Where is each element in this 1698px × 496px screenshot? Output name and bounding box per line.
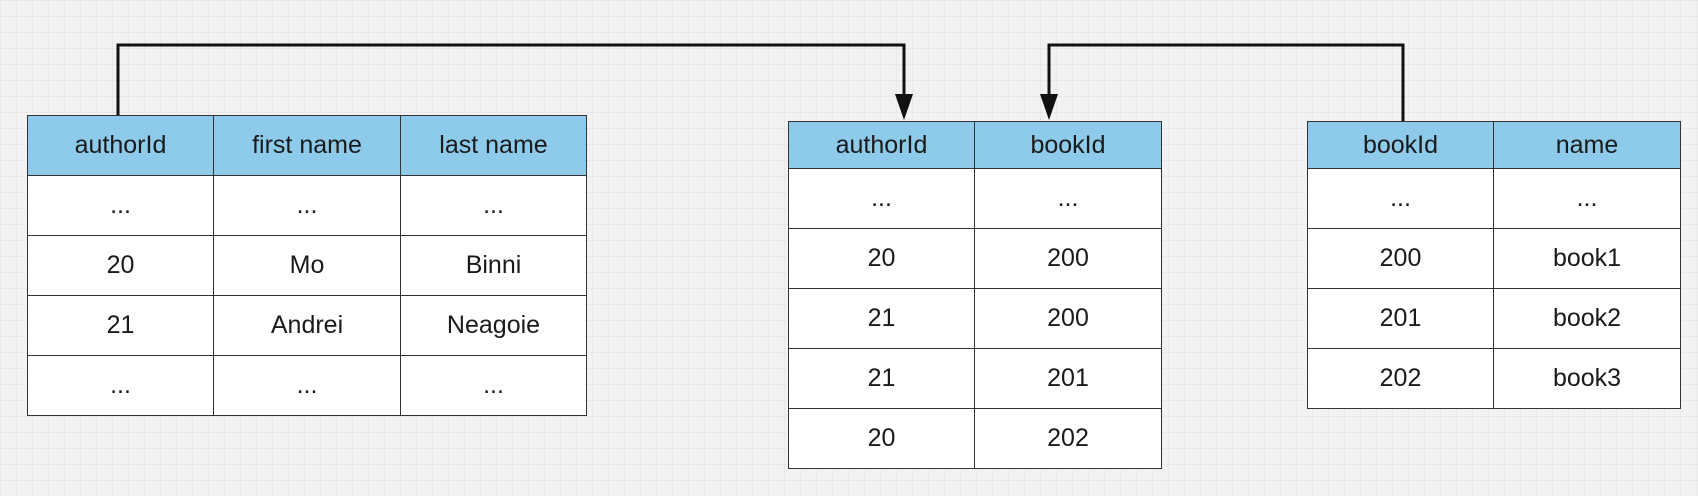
column-header-name: name [1493, 121, 1681, 169]
column-header-authorid: authorId [788, 121, 975, 169]
table-header-row: authorId first name last name [27, 115, 587, 176]
table-cell: Mo [213, 235, 401, 296]
table-cell: ... [1493, 168, 1681, 229]
table-row: ... ... ... [27, 355, 587, 416]
table-cell: ... [213, 355, 401, 416]
table-row: 20 200 [788, 228, 1162, 289]
table-row: 21 Andrei Neagoie [27, 295, 587, 356]
table-cell: 20 [788, 228, 975, 289]
table-cell: ... [788, 168, 975, 229]
table-row: 20 Mo Binni [27, 235, 587, 296]
table-cell: 200 [1307, 228, 1494, 289]
column-header-first-name: first name [213, 115, 401, 176]
authorid-relationship-line [116, 43, 906, 115]
table-cell: Neagoie [400, 295, 587, 356]
bookid-relationship-line [1047, 43, 1405, 121]
table-cell: book3 [1493, 348, 1681, 409]
column-header-bookid: bookId [1307, 121, 1494, 169]
table-cell: ... [27, 175, 214, 236]
column-header-last-name: last name [400, 115, 587, 176]
table-row: 202 book3 [1307, 348, 1681, 409]
bookid-arrowhead [1040, 94, 1058, 120]
table-cell: 201 [1307, 288, 1494, 349]
table-cell: Binni [400, 235, 587, 296]
table-cell: book1 [1493, 228, 1681, 289]
authorid-arrowhead [895, 94, 913, 120]
table-cell: 20 [27, 235, 214, 296]
table-cell: book2 [1493, 288, 1681, 349]
column-header-bookid: bookId [974, 121, 1162, 169]
table-cell: ... [974, 168, 1162, 229]
table-cell: ... [213, 175, 401, 236]
author-book-table: authorId bookId ... ... 20 200 21 200 21… [788, 121, 1162, 469]
table-cell: 21 [27, 295, 214, 356]
table-cell: ... [400, 175, 587, 236]
books-table: bookId name ... ... 200 book1 201 book2 … [1307, 121, 1681, 409]
table-cell: 21 [788, 348, 975, 409]
table-cell: 202 [1307, 348, 1494, 409]
table-row: 201 book2 [1307, 288, 1681, 349]
table-cell: 20 [788, 408, 975, 469]
table-row: 200 book1 [1307, 228, 1681, 289]
table-row: ... ... [1307, 168, 1681, 229]
table-cell: Andrei [213, 295, 401, 356]
table-row: 21 201 [788, 348, 1162, 409]
table-cell: 200 [974, 288, 1162, 349]
table-row: 20 202 [788, 408, 1162, 469]
table-row: ... ... [788, 168, 1162, 229]
table-row: ... ... ... [27, 175, 587, 236]
table-header-row: bookId name [1307, 121, 1681, 169]
table-cell: 201 [974, 348, 1162, 409]
table-cell: 21 [788, 288, 975, 349]
table-cell: ... [27, 355, 214, 416]
table-cell: ... [1307, 168, 1494, 229]
table-cell: 200 [974, 228, 1162, 289]
table-row: 21 200 [788, 288, 1162, 349]
table-header-row: authorId bookId [788, 121, 1162, 169]
table-cell: 202 [974, 408, 1162, 469]
authors-table: authorId first name last name ... ... ..… [27, 115, 587, 416]
table-cell: ... [400, 355, 587, 416]
column-header-authorid: authorId [27, 115, 214, 176]
